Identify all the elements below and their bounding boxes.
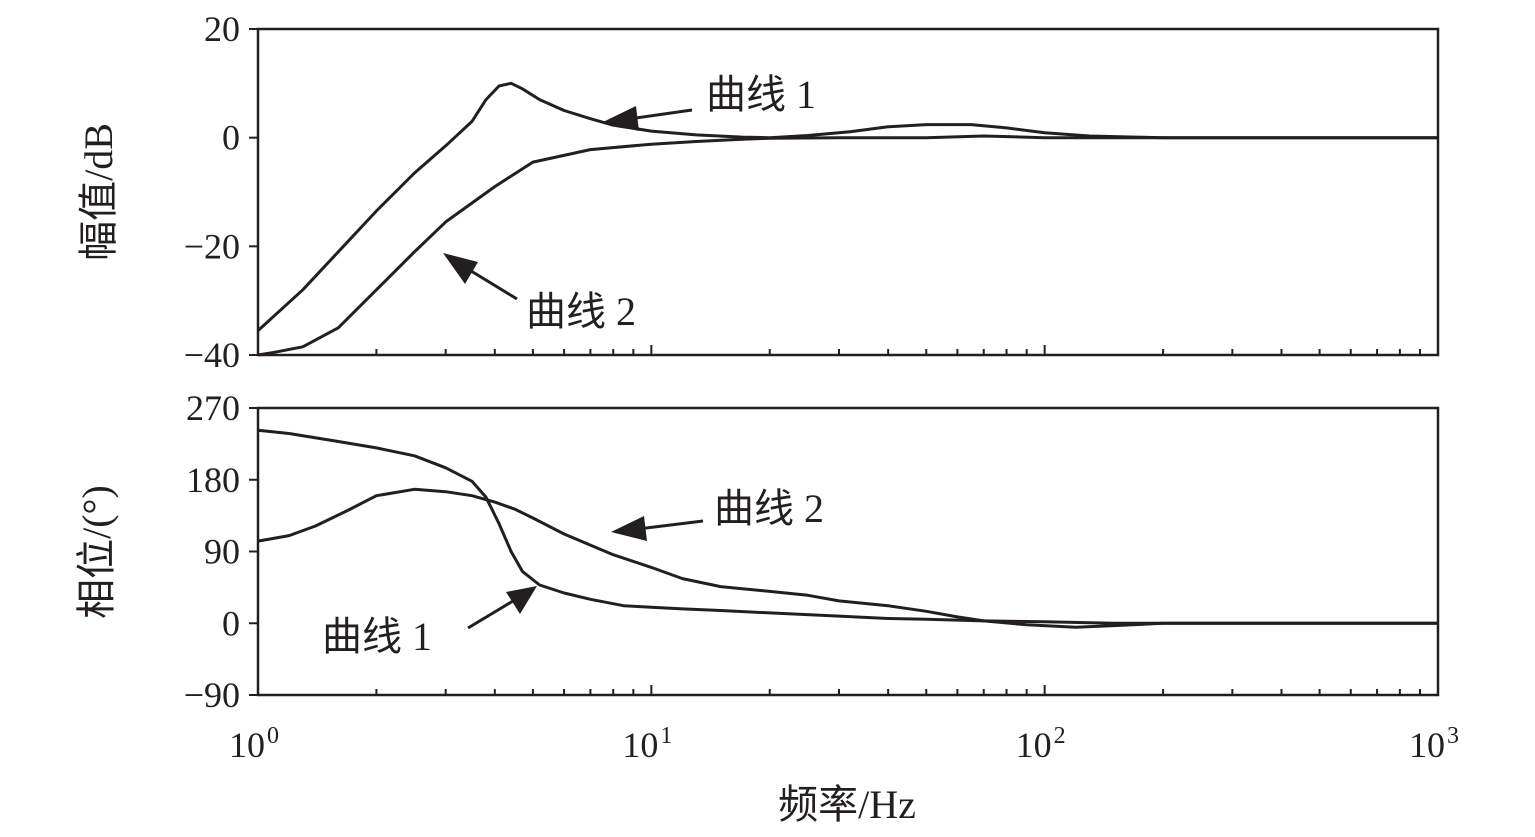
magnitude-panel: 20 0 −20 −40 幅值/dB 曲线 1 曲线 2	[76, 9, 1440, 375]
phase-annotation-curve1-arrowhead	[506, 586, 537, 614]
x-tick-label: 103	[1409, 723, 1459, 765]
phase-y-axis-label: 相位/(°)	[74, 485, 119, 619]
phase-series-curve2	[257, 487, 1438, 629]
phase-series-curve1	[257, 428, 1438, 625]
magnitude-y-axis-label: 幅值/dB	[76, 123, 121, 261]
magnitude-annotation-curve1: 曲线 1	[603, 72, 816, 131]
magnitude-annotation-curve2-label: 曲线 2	[526, 289, 636, 334]
magnitude-annotation-curve1-label: 曲线 1	[706, 72, 816, 117]
phase-panel: 270 180 90 0 −90 相位/(°) 100 101 102 103 频率/Hz 曲…	[74, 388, 1459, 827]
phase-annotation-curve2-label: 曲线 2	[714, 486, 824, 531]
magnitude-curves	[256, 81, 1438, 357]
phase-x-ticks	[375, 685, 1422, 695]
magnitude-y-tick-label: −20	[184, 226, 240, 266]
magnitude-y-ticks: 20 0 −20 −40	[184, 9, 258, 375]
phase-annotation-curve1-label: 曲线 1	[322, 614, 432, 659]
magnitude-y-tick-label: 0	[222, 118, 240, 158]
phase-curves	[257, 428, 1438, 629]
phase-annotation-curve1-arrow	[467, 596, 519, 630]
phase-annotation-curve2: 曲线 2	[611, 486, 824, 541]
magnitude-annotation-curve1-arrowhead	[603, 106, 639, 131]
magnitude-y-tick-label: −40	[184, 335, 240, 375]
magnitude-series-curve2	[257, 134, 1438, 357]
magnitude-y-tick-label: 20	[204, 9, 240, 49]
magnitude-series-curve1	[256, 81, 1438, 332]
phase-annotation-curve2-arrowhead	[611, 516, 647, 541]
x-axis-label: 频率/Hz	[778, 782, 916, 827]
phase-y-tick-label: 270	[186, 388, 240, 428]
magnitude-annotation-curve2: 曲线 2	[443, 253, 636, 334]
phase-plot-frame	[256, 406, 1440, 697]
phase-y-tick-label: −90	[184, 675, 240, 715]
phase-y-tick-label: 90	[204, 532, 240, 572]
phase-y-tick-label: 180	[186, 460, 240, 500]
x-tick-label: 100	[229, 723, 279, 765]
phase-x-tick-labels: 100 101 102 103	[229, 723, 1459, 765]
phase-y-ticks: 270 180 90 0 −90	[184, 388, 258, 715]
magnitude-plot-frame	[256, 27, 1440, 357]
magnitude-x-ticks	[375, 345, 1422, 355]
phase-y-tick-label: 0	[222, 603, 240, 643]
phase-annotation-curve1: 曲线 1	[322, 586, 537, 659]
x-tick-label: 101	[622, 723, 672, 765]
magnitude-annotation-curve2-arrowhead	[443, 253, 478, 284]
x-tick-label: 102	[1016, 723, 1066, 765]
